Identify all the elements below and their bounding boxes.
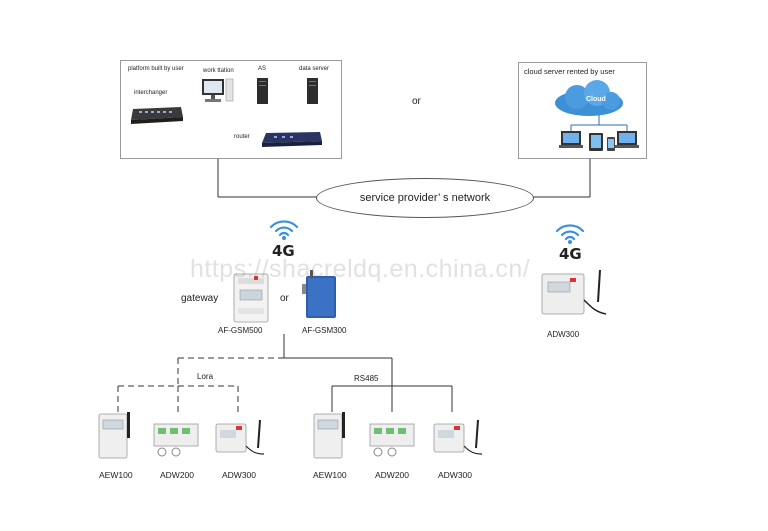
rs485-adw200-device [369, 423, 415, 457]
af-gsm300-device [302, 270, 336, 318]
rs485-label: RS485 [354, 374, 379, 383]
lora-device-2-label: ADW200 [160, 470, 195, 480]
as-server-icon [257, 78, 268, 104]
work-station-label: work ttation [203, 68, 234, 74]
lora-adw200-device [153, 423, 199, 457]
network-label: service provider’ s network [359, 192, 491, 204]
interchanger-label: interchanger [134, 90, 168, 96]
cloud-box-title: cloud server rented by user [524, 67, 615, 76]
rs485-device-1-label: AEW100 [313, 470, 347, 480]
cloud-server-box: cloud server rented by user Cloud [518, 62, 647, 159]
right-device-label: ADW300 [547, 330, 580, 339]
lora-label: Lora [197, 372, 214, 381]
cloud-icon [555, 80, 623, 116]
platform-box: platform built by user work ttation AS d… [120, 60, 342, 159]
interchanger-icon [131, 107, 183, 124]
data-server-label: data server [299, 66, 330, 72]
4g-label-right: 4G [559, 245, 582, 263]
lora-adw300-device [215, 419, 265, 455]
lora-device-1-label: AEW100 [99, 470, 133, 480]
rs485-adw300-device [433, 419, 483, 455]
rs485-device-2-label: ADW200 [375, 470, 410, 480]
cloud-label: Cloud [586, 96, 606, 103]
gateway-device-2-label: AF-GSM300 [302, 326, 347, 335]
rs485-aew100-device [313, 412, 345, 459]
platform-title: platform built by user [128, 66, 184, 72]
work-station-icon [202, 78, 234, 102]
gateway-device-1-label: AF-GSM500 [218, 326, 263, 335]
adw300-right-device [541, 269, 607, 315]
af-gsm500-device [233, 273, 269, 323]
gateway-label: gateway [181, 293, 219, 304]
or-label-top: or [412, 96, 421, 107]
4g-label-left: 4G [272, 242, 295, 260]
or-label-gateway: or [280, 293, 289, 304]
lora-aew100-device [98, 412, 130, 459]
router-icon [262, 132, 322, 147]
as-label: AS [258, 66, 267, 72]
wifi-signal-icon-left [269, 220, 299, 240]
lora-device-3-label: ADW300 [222, 470, 257, 480]
rs485-device-3-label: ADW300 [438, 470, 473, 480]
service-provider-network: service provider’ s network [316, 178, 534, 218]
wifi-signal-icon-right [555, 224, 585, 244]
router-label: router [234, 134, 250, 140]
watermark: https://shacreldq.en.china.cn/ [190, 255, 531, 283]
data-server-icon [307, 78, 318, 104]
cloud-client-devices [559, 115, 639, 151]
